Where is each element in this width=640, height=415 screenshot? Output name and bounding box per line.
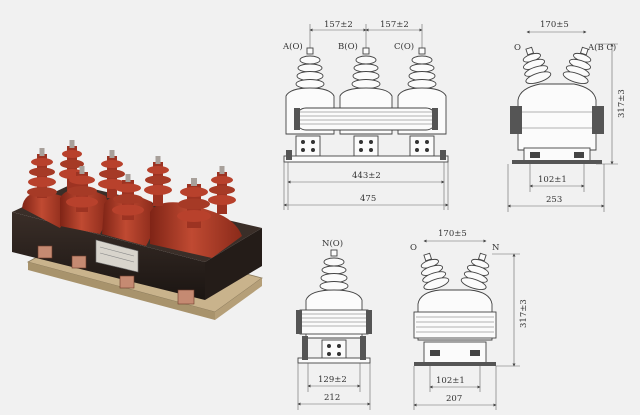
phase-label-a: A(O) <box>282 41 303 52</box>
bushing-group <box>27 140 236 228</box>
front-view-drawing: A(O) B(O) C(O) 157±2 157±2 <box>282 20 449 210</box>
spacing-dimension-2: 157±2 <box>380 20 409 30</box>
single-side-label-right: N <box>492 243 500 253</box>
single-mount-dimension: 129±2 <box>318 375 347 385</box>
spacing-dimension-1: 157±2 <box>324 20 353 30</box>
phase-label-b: B(O) <box>338 41 358 52</box>
terminal-box <box>37 245 53 259</box>
phase-label-c: C(O) <box>394 41 414 52</box>
side-view-drawing: 170±5 O A(B C) <box>507 20 627 212</box>
single-side-height: 317±3 <box>519 299 529 328</box>
body-side <box>205 228 262 300</box>
single-label: N(O) <box>322 238 343 249</box>
base-plate-edge <box>28 262 215 320</box>
side-label-left: O <box>514 43 521 53</box>
front-bushings <box>295 47 437 89</box>
single-side-label-left: O <box>410 243 417 253</box>
side-label-right: A(B C) <box>587 42 616 53</box>
side-top-spacing: 170±5 <box>540 20 569 30</box>
single-front-view-drawing: N(O) 129±2 212 <box>296 238 372 410</box>
nameplate <box>95 239 139 273</box>
single-side-view-drawing: 170±5 O N 317±3 <box>410 229 529 410</box>
side-base-overall-dimension: 253 <box>546 195 562 205</box>
single-side-base-inner: 102±1 <box>436 376 465 386</box>
single-side-top-spacing: 170±5 <box>438 229 467 239</box>
mount-width-dimension: 443±2 <box>352 171 381 181</box>
side-base-inner-dimension: 102±1 <box>538 175 567 185</box>
single-overall-dimension: 212 <box>324 393 340 403</box>
transformer-photo <box>12 140 263 320</box>
overall-width-dimension: 475 <box>360 194 376 204</box>
side-height-dimension: 317±3 <box>617 89 627 118</box>
single-side-base-overall: 207 <box>446 394 462 404</box>
